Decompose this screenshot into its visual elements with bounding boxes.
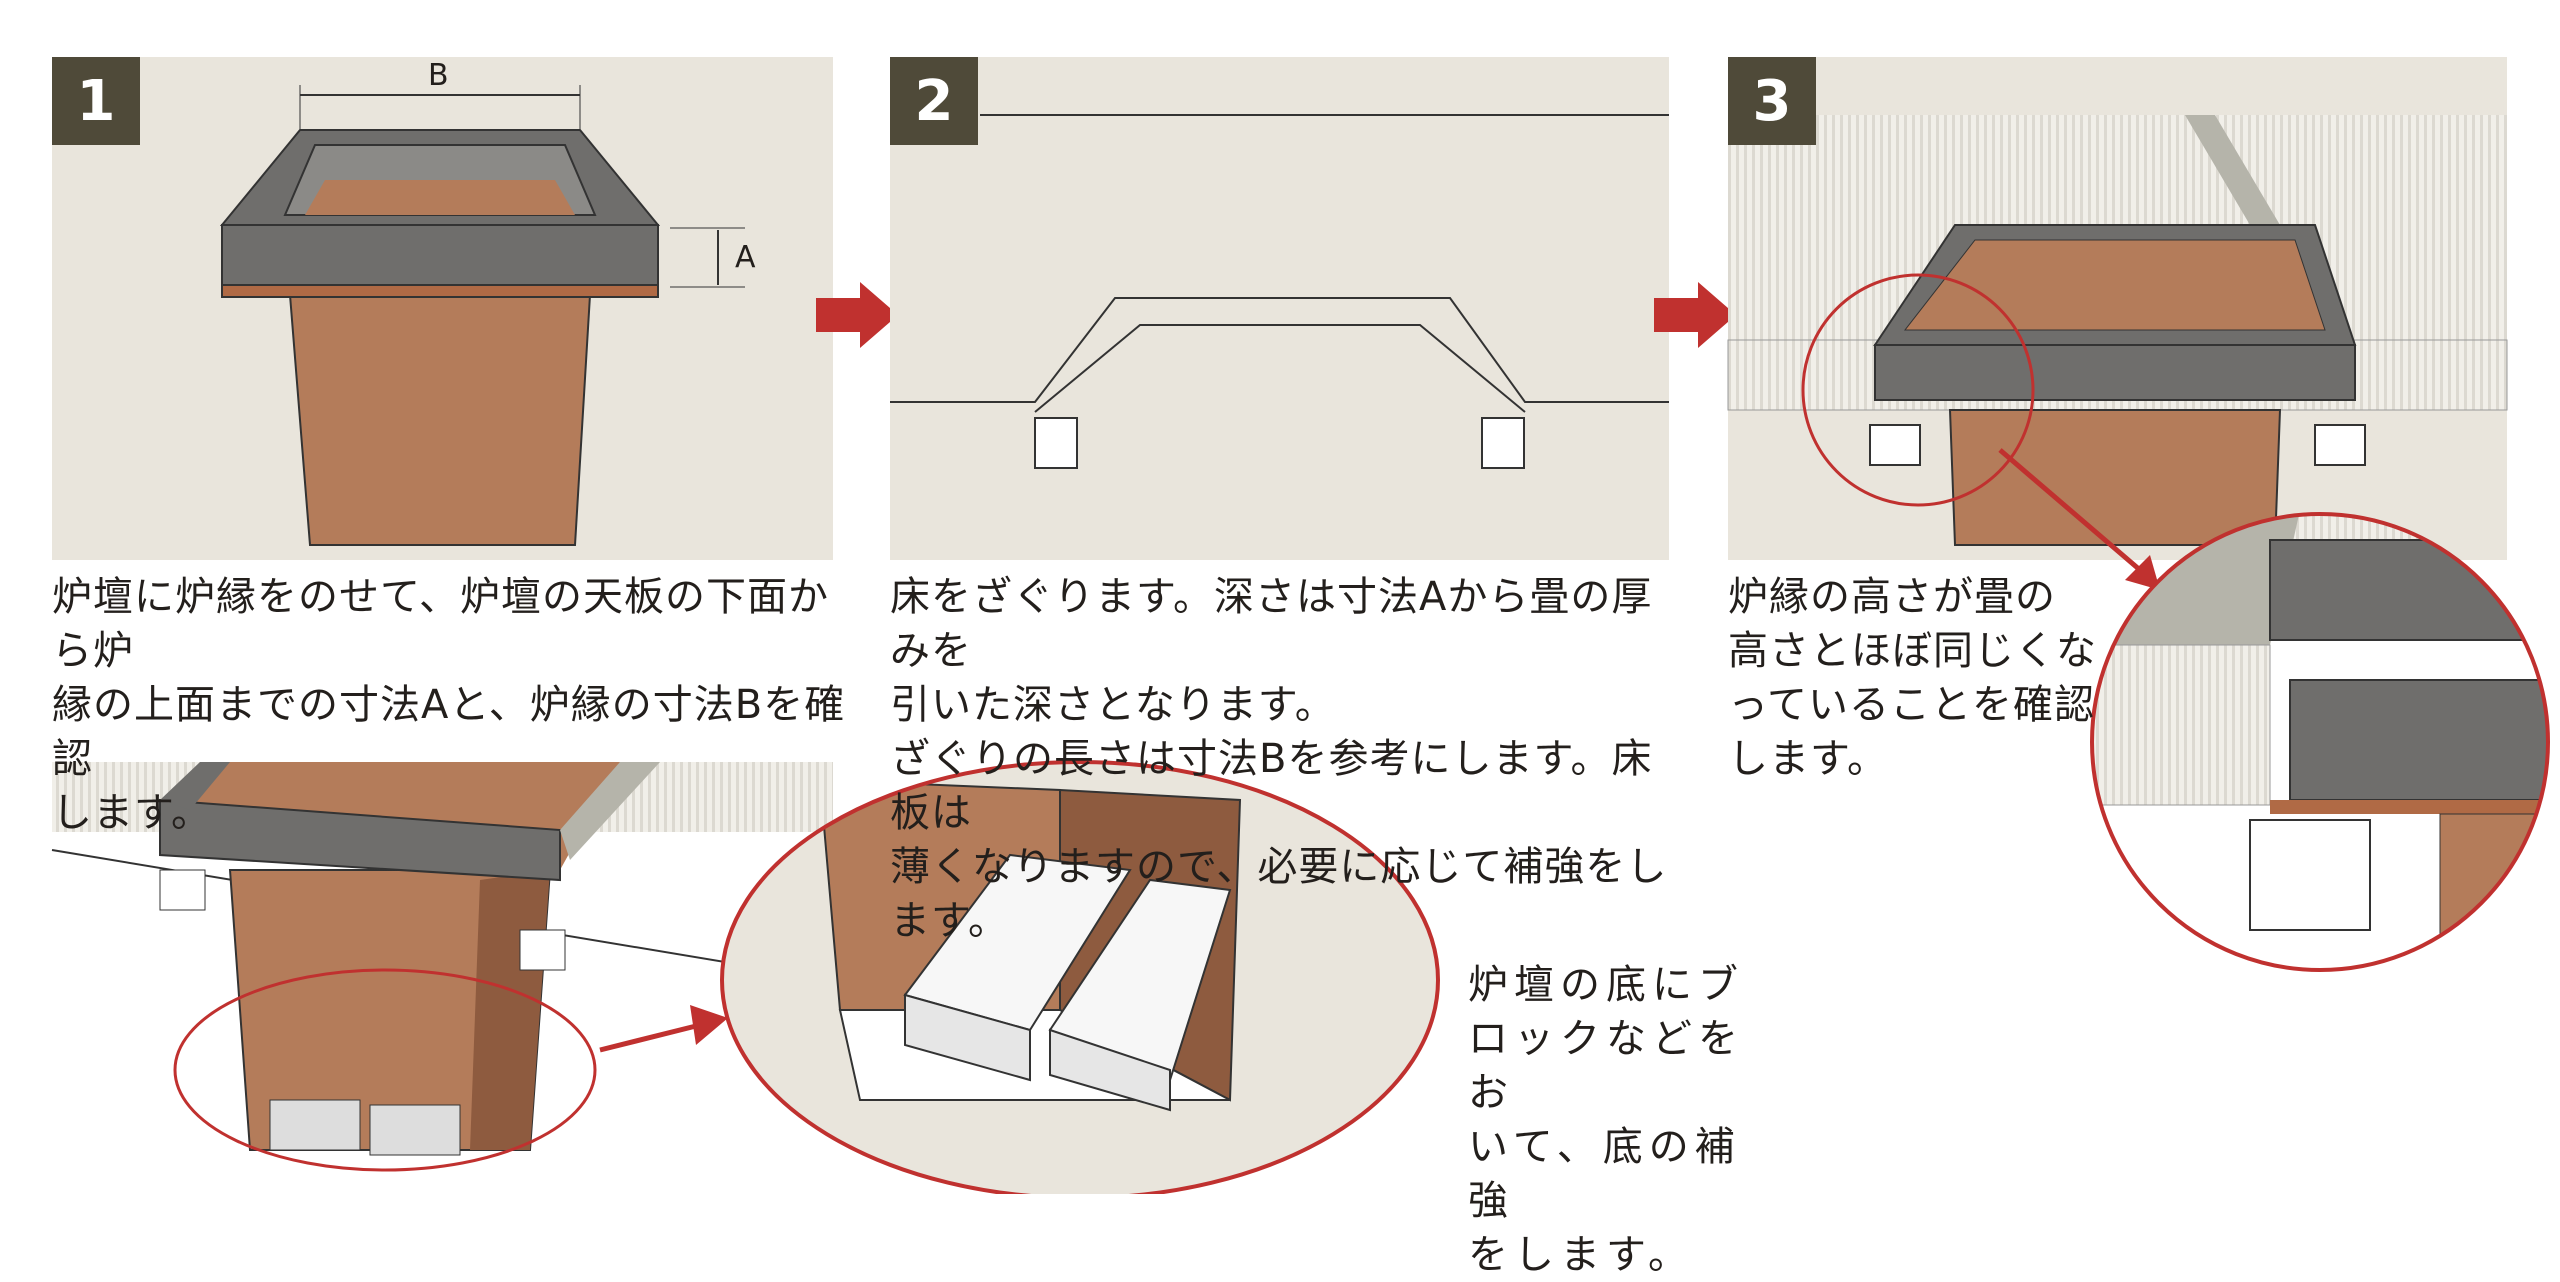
- arrow-icon: [690, 1005, 728, 1045]
- detail-marker-ellipse: [173, 968, 597, 1172]
- arrow-icon: [2125, 555, 2160, 590]
- arrow-right-icon: [816, 282, 898, 348]
- step1-badge: 1: [52, 57, 140, 145]
- illustration-canvas: [51, 57, 2550, 1194]
- step1-caption: 炉壇に炉縁をのせて、炉壇の天板の下面から炉 縁の上面までの寸法Aと、炉縁の寸法B…: [52, 574, 846, 836]
- bottom-note: 炉壇の底にブ ロックなどをお いて、底の補強 をします。: [1468, 962, 1744, 1278]
- step2-caption: 床をざぐります。深さは寸法Aから畳の厚みを 引いた深さとなります。 ざぐりの長さ…: [890, 574, 1668, 944]
- step3-detail-zoom: [2090, 512, 2550, 972]
- step2-panel: [890, 57, 1669, 560]
- dimension-a-label: A: [735, 240, 756, 275]
- step3-badge: 3: [1728, 57, 1816, 145]
- step1-panel: [52, 57, 833, 560]
- joist: [1034, 417, 1078, 469]
- step3-caption: 炉縁の高さが畳の 高さとほぼ同じくな っていることを確認 します。: [1728, 574, 2097, 782]
- arrow-right-icon: [1654, 282, 1736, 348]
- hearth-frame: [159, 798, 561, 882]
- detail-marker-circle: [1801, 273, 2035, 507]
- bottom-reinforcement-scene: [51, 762, 834, 1172]
- bottom-detail-zoom: [720, 760, 1440, 1194]
- joist: [1481, 417, 1525, 469]
- dimension-b-label: B: [428, 58, 449, 93]
- step2-badge: 2: [890, 57, 978, 145]
- hearth-body: [288, 294, 592, 546]
- step3-panel: [1727, 57, 2508, 590]
- floor-cut-outline: [890, 297, 1669, 403]
